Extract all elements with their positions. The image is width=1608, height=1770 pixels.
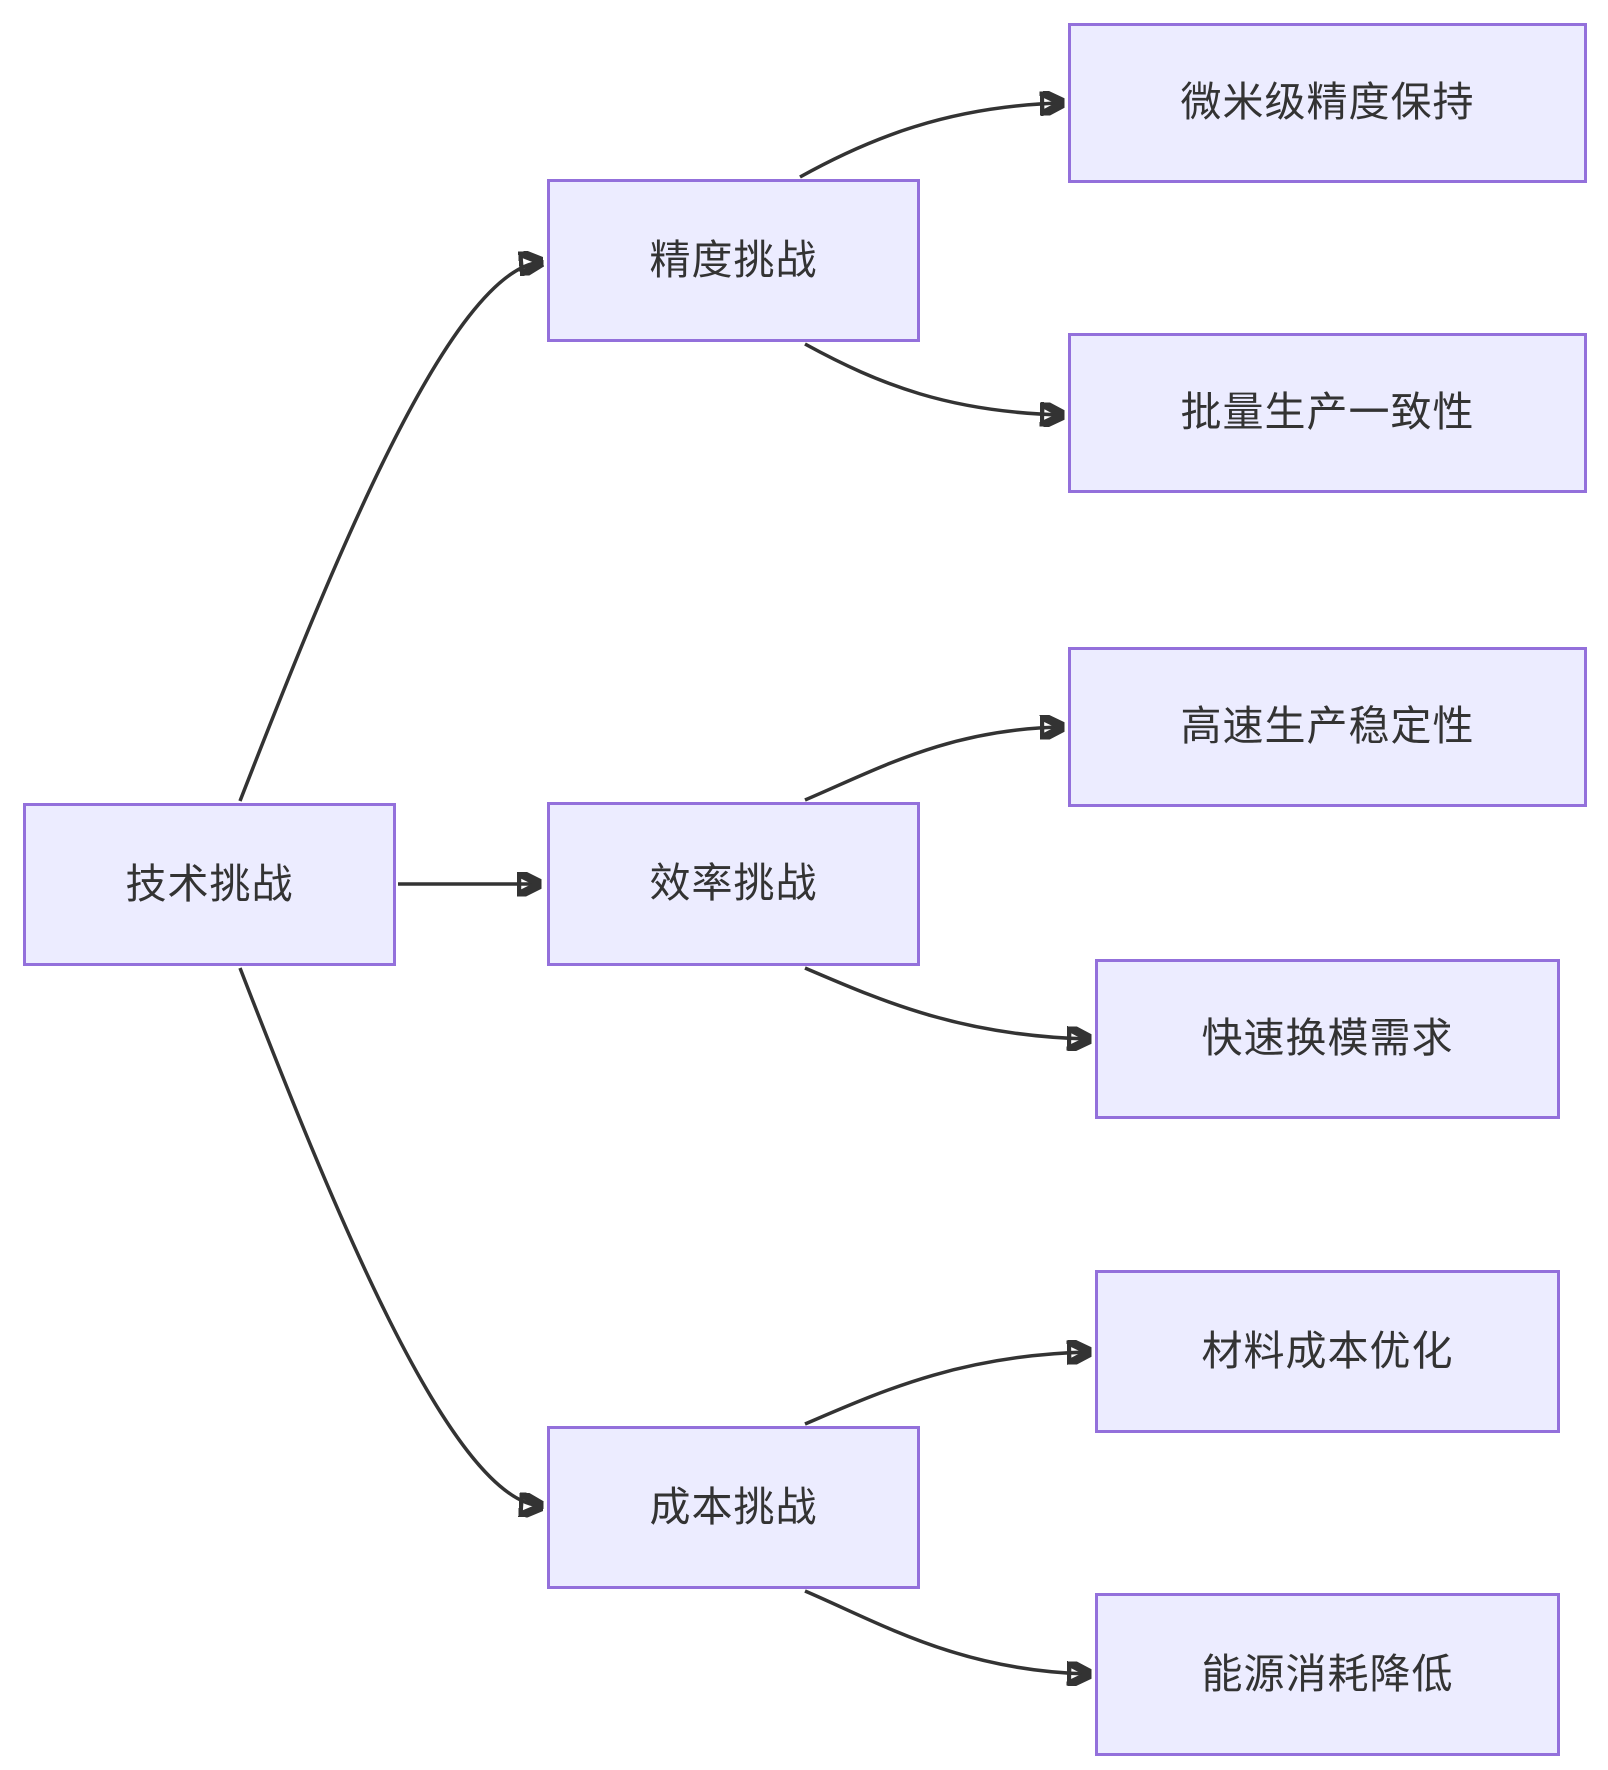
node-tech-challenge: 技术挑战: [23, 803, 396, 966]
edge-efficiency-to-highspeed: [804, 727, 1062, 802]
edge-efficiency-to-moldchange: [804, 966, 1089, 1039]
node-quick-moldchange-label: 快速换模需求: [1201, 1015, 1454, 1062]
node-micron-precision-label: 微米级精度保持: [1180, 79, 1475, 126]
node-energy-reduction: 能源消耗降低: [1095, 1593, 1560, 1756]
node-micron-precision: 微米级精度保持: [1068, 23, 1587, 183]
node-cost-challenge-label: 成本挑战: [649, 1483, 818, 1530]
edge-cost-to-material: [804, 1352, 1089, 1426]
edge-tech-to-cost: [238, 967, 541, 1506]
node-efficiency-challenge: 效率挑战: [547, 802, 920, 966]
node-highspeed-stability: 高速生产稳定性: [1068, 647, 1587, 807]
edge-precision-to-batch: [804, 342, 1062, 415]
node-batch-consistency: 批量生产一致性: [1068, 333, 1587, 493]
node-highspeed-stability-label: 高速生产稳定性: [1180, 703, 1475, 750]
node-material-cost-label: 材料成本优化: [1201, 1327, 1454, 1374]
node-quick-moldchange: 快速换模需求: [1095, 959, 1560, 1119]
node-precision-challenge: 精度挑战: [547, 179, 920, 342]
node-cost-challenge: 成本挑战: [547, 1426, 920, 1589]
node-tech-challenge-label: 技术挑战: [125, 860, 294, 907]
node-precision-challenge-label: 精度挑战: [649, 236, 818, 283]
node-efficiency-challenge-label: 效率挑战: [649, 860, 818, 907]
node-material-cost: 材料成本优化: [1095, 1270, 1560, 1433]
node-batch-consistency-label: 批量生产一致性: [1180, 389, 1475, 436]
node-energy-reduction-label: 能源消耗降低: [1201, 1650, 1454, 1697]
edge-tech-to-precision: [238, 262, 541, 802]
edge-precision-to-micron: [799, 103, 1062, 179]
edge-cost-to-energy: [804, 1589, 1089, 1674]
